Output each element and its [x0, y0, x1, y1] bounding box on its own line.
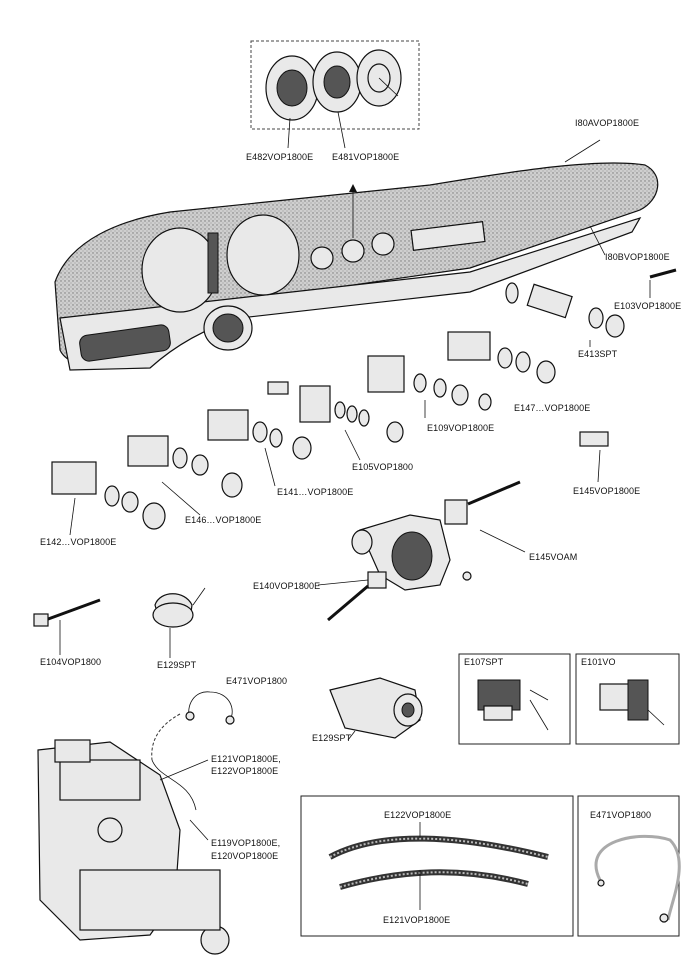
toggle-switches: [51, 381, 404, 536]
label-e140: E140VOP1800E: [253, 581, 321, 591]
label-e471-box: E471VOP1800: [590, 810, 652, 820]
column-switch-assembly: [317, 480, 526, 622]
label-e109: E109VOP1800E: [427, 423, 495, 433]
label-e101: E101VO: [581, 657, 616, 667]
label-e413: E413SPT: [578, 349, 618, 359]
sensor-box-e101: [575, 653, 680, 745]
label-e103: E103VOP1800E: [614, 301, 682, 311]
label-e482: E482VOP1800E: [246, 152, 314, 162]
label-e141: E141…VOP1800E: [277, 487, 354, 497]
label-e146: E146…VOP1800E: [185, 515, 262, 525]
label-e105: E105VOP1800: [352, 462, 414, 472]
label-e107: E107SPT: [464, 657, 504, 667]
label-e122-box: E122VOP1800E: [384, 810, 452, 820]
label-e471-top: E471VOP1800: [226, 676, 288, 686]
label-e145-top: E145VOP1800E: [573, 486, 641, 496]
sensor-box-e107: [458, 653, 571, 745]
label-e481: E481VOP1800E: [332, 152, 400, 162]
label-e145voam: E145VOAM: [529, 552, 578, 562]
label-e104: E104VOP1800: [40, 657, 102, 667]
label-e121-box: E121VOP1800E: [383, 915, 451, 925]
cable-box-e471: [577, 795, 681, 937]
label-e147: E147…VOP1800E: [514, 403, 591, 413]
label-e121-e122-line1: E121VOP1800E,: [211, 754, 281, 764]
label-e129-left: E129SPT: [157, 660, 197, 670]
label-i80b: I80BVOP1800E: [605, 252, 670, 262]
label-e119-e120-line2: E120VOP1800E: [211, 851, 279, 861]
switch-components: [367, 268, 677, 483]
sender-unit: [329, 677, 423, 741]
dashboard-panel: [54, 139, 659, 371]
label-i80a: I80AVOP1800E: [575, 118, 640, 128]
hose-box: [300, 795, 574, 937]
lower-left-parts: [33, 587, 206, 658]
gauge-switches-group: [250, 40, 420, 149]
label-e119-e120-line1: E119VOP1800E,: [211, 838, 281, 848]
label-e129-mid: E129SPT: [312, 733, 352, 743]
label-e142: E142…VOP1800E: [40, 537, 117, 547]
label-e121-e122-line2: E122VOP1800E: [211, 766, 279, 776]
engine-and-cables: [37, 691, 235, 955]
